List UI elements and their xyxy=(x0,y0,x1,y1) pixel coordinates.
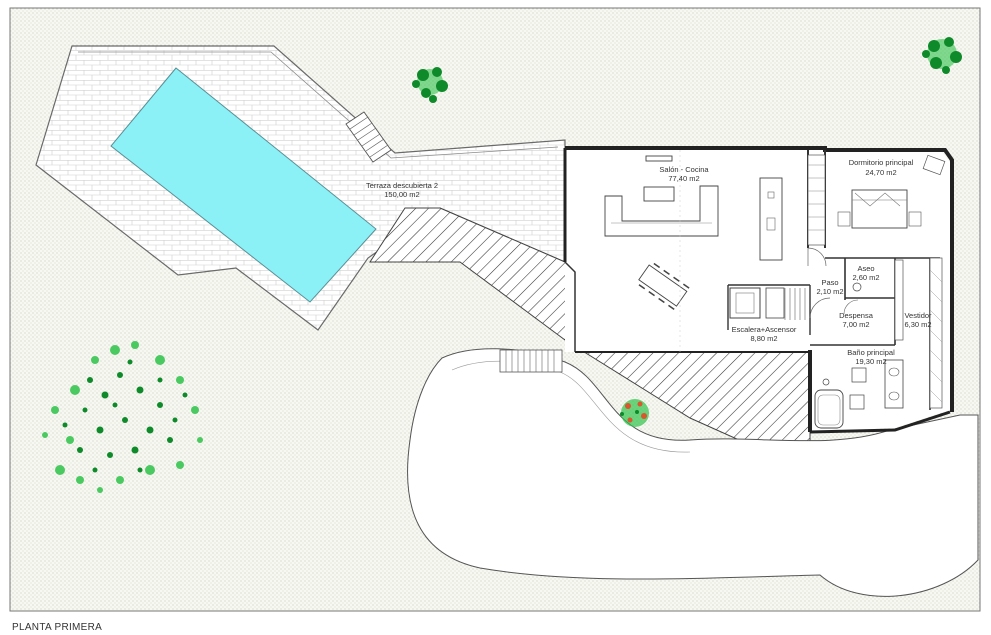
tree-small-right xyxy=(922,37,962,74)
label-bedroom-name: Dormitorio principal xyxy=(849,158,914,167)
dining-table xyxy=(638,262,690,311)
label-living-area: 77,40 m2 xyxy=(668,174,699,183)
label-closet-name: Vestidor xyxy=(904,311,932,320)
flower-bush xyxy=(620,399,649,427)
plan-caption: PLANTA PRIMERA xyxy=(12,622,103,633)
tv-unit xyxy=(645,155,673,162)
label-toilet-area: 2,60 m2 xyxy=(852,273,879,282)
driveway-stairs xyxy=(499,349,563,373)
label-terrace-area: 150,00 m2 xyxy=(384,190,419,199)
label-hall-area: 2,10 m2 xyxy=(816,287,843,296)
house-outline xyxy=(563,146,954,434)
room-labels: Terraza descubierta 2 150,00 m2 Salón - … xyxy=(366,158,932,366)
label-bathroom-name: Baño principal xyxy=(847,348,895,357)
kitchen-island xyxy=(759,177,783,261)
label-terrace-name: Terraza descubierta 2 xyxy=(366,181,438,190)
bed xyxy=(851,189,908,229)
label-pantry-area: 7,00 m2 xyxy=(842,320,869,329)
label-stairs-name: Escalera+Ascensor xyxy=(732,325,797,334)
label-closet-area: 6,30 m2 xyxy=(904,320,931,329)
label-pantry-name: Despensa xyxy=(839,311,874,320)
label-bathroom-area: 19,30 m2 xyxy=(855,357,886,366)
label-stairs-area: 8,80 m2 xyxy=(750,334,777,343)
large-shrub xyxy=(42,341,203,493)
swimming-pool xyxy=(110,67,377,303)
pool-stairs xyxy=(345,111,392,163)
driveway xyxy=(407,348,979,597)
label-bedroom-area: 24,70 m2 xyxy=(865,168,896,177)
label-hall-name: Paso xyxy=(821,278,838,287)
sofa-group xyxy=(604,185,719,237)
label-toilet-name: Aseo xyxy=(857,264,874,273)
tree-small-left xyxy=(412,67,448,103)
label-living-name: Salón - Cocina xyxy=(659,165,709,174)
